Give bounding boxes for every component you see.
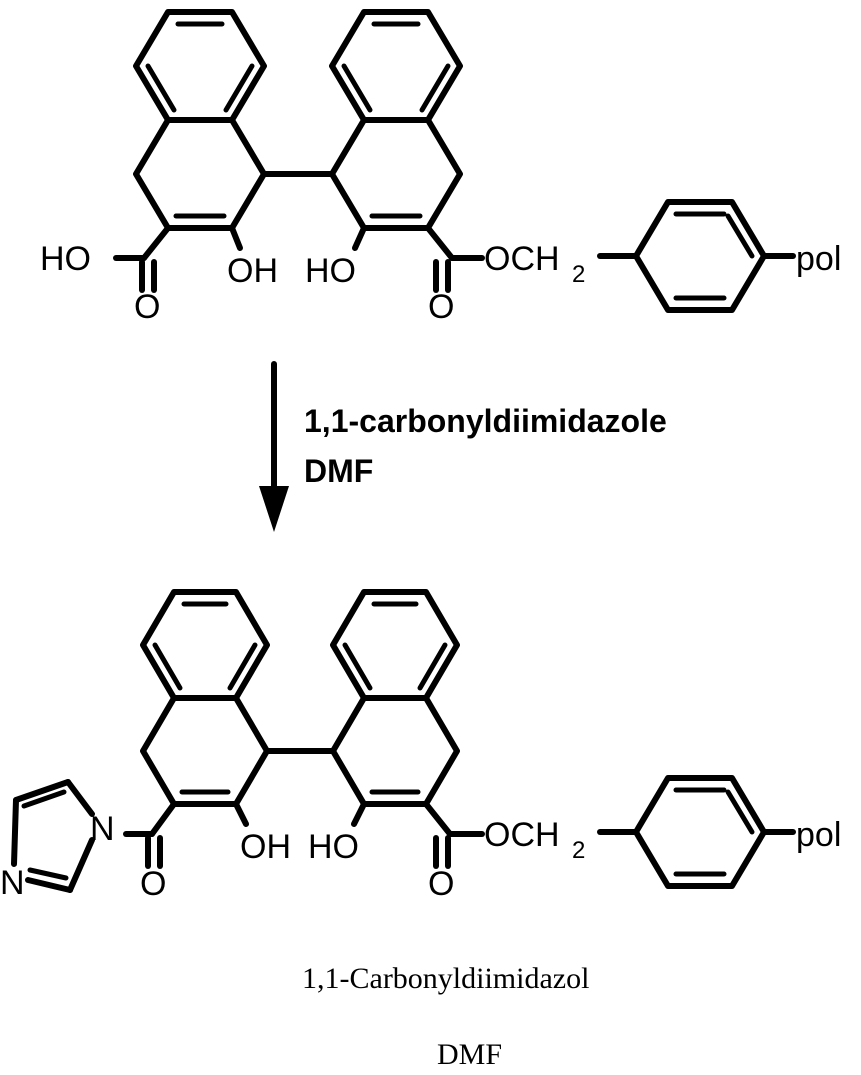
imidazole-ring [14, 782, 92, 890]
subscript-label: 2 [572, 261, 585, 288]
hydroxyl-label: HO [308, 828, 359, 866]
product-molecule: N N O OH HO O OCH 2 pol [0, 592, 841, 903]
hydroxyl-label: OH [227, 252, 278, 290]
solvent-label: DMF [304, 453, 373, 489]
carbonyl-oxygen-label: O [428, 865, 454, 903]
hydroxyl-label: HO [305, 252, 356, 290]
hydroxyl-label: HO [40, 240, 91, 278]
right-naphthalene-upper-ring [333, 592, 457, 698]
ester-och2-label: OCH [484, 240, 560, 278]
carbonyl-oxygen-label: O [140, 865, 166, 903]
reaction-arrow [259, 364, 289, 532]
ester-och2-label: OCH [484, 816, 560, 854]
carbonyl-oxygen-label: O [428, 288, 454, 326]
carbonyl-oxygen-label: O [134, 288, 160, 326]
imidazole-nitrogen-label: N [0, 864, 25, 902]
caption-reagent: 1,1-Carbonyldiimidazol [302, 962, 589, 995]
hydroxyl-label: OH [240, 828, 291, 866]
right-naphthalene-lower-ring [332, 120, 460, 228]
left-naphthalene-lower-ring [143, 698, 267, 804]
left-naphthalene-upper-ring [136, 12, 264, 120]
right-naphthalene-upper-ring [332, 12, 460, 120]
reagent-label: 1,1-carbonyldiimidazole [304, 403, 667, 439]
benzyl-ring [636, 778, 764, 886]
right-naphthalene-lower-ring [333, 698, 457, 804]
caption-solvent: DMF [437, 1038, 502, 1071]
subscript-label: 2 [572, 837, 585, 864]
left-naphthalene-upper-ring [143, 592, 267, 698]
benzyl-ring [636, 202, 764, 310]
reactant-molecule: HO OH HO O O OCH 2 pol [40, 12, 841, 326]
polymer-label: pol [796, 816, 841, 854]
polymer-label: pol [796, 240, 841, 278]
left-naphthalene-lower-ring [136, 120, 264, 228]
imidazole-nitrogen-label: N [90, 810, 115, 848]
